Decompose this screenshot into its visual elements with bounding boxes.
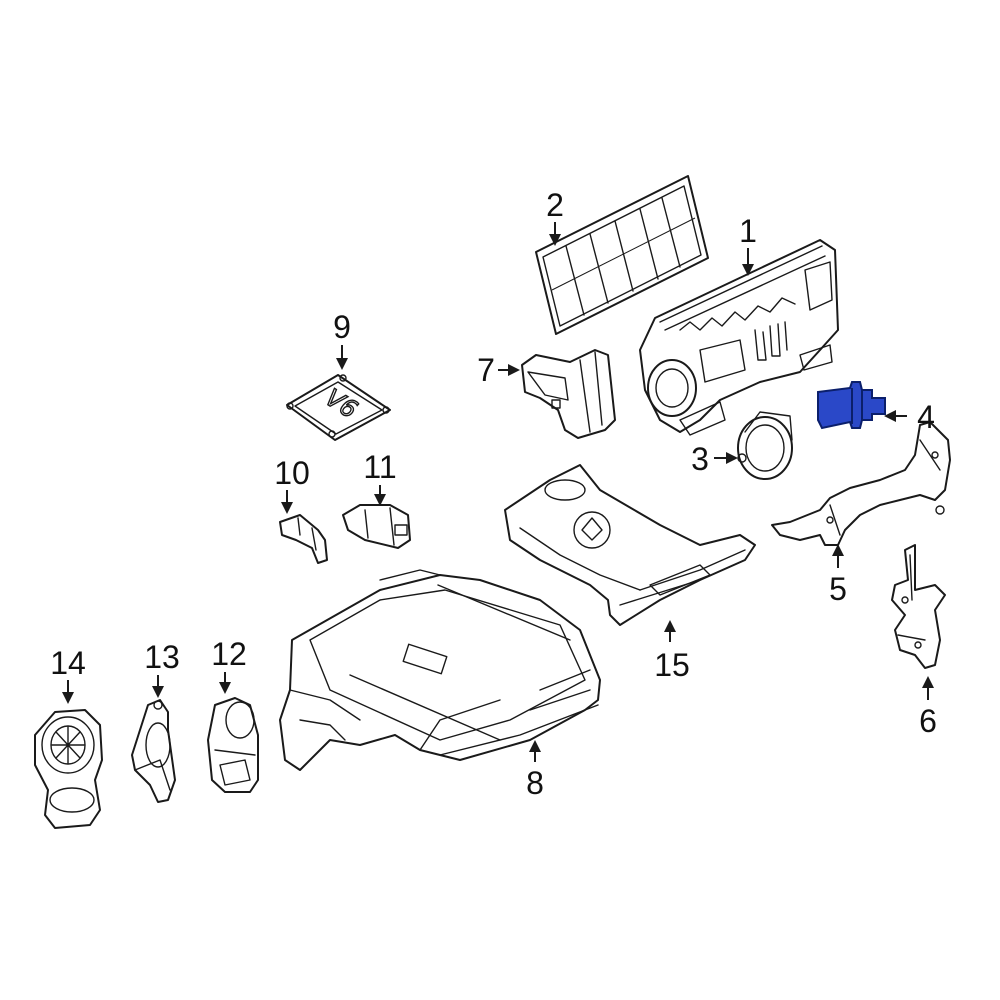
callout-5: 5 <box>829 571 847 607</box>
part-4-sensor[interactable] <box>817 381 886 430</box>
callout-2: 2 <box>546 187 564 223</box>
callout-14: 14 <box>50 645 86 681</box>
part-13-throttle-housing[interactable] <box>131 699 176 803</box>
part-1-air-filter-housing[interactable] <box>639 239 839 436</box>
callout-4: 4 <box>917 399 935 435</box>
callout-9: 9 <box>333 309 351 345</box>
part-10-sensor[interactable] <box>279 514 328 564</box>
part-3-seal-ring[interactable] <box>737 411 793 480</box>
part-9-v6-cover-plate[interactable]: V6 <box>286 374 391 441</box>
part-2-air-filter[interactable] <box>535 175 709 335</box>
callout-3: 3 <box>691 441 709 477</box>
part-15-engine-cover[interactable] <box>504 464 756 626</box>
part-7-intake-duct[interactable] <box>521 349 616 439</box>
callout-12: 12 <box>211 636 247 672</box>
part-5-bracket[interactable] <box>771 421 951 546</box>
part-14-intake-pipe[interactable] <box>34 709 103 829</box>
callout-1: 1 <box>739 213 757 249</box>
callout-15: 15 <box>654 647 690 683</box>
part-6-bracket[interactable] <box>891 544 946 669</box>
callout-11: 11 <box>363 449 396 485</box>
callout-13: 13 <box>144 639 180 675</box>
part-12-throttle-body[interactable] <box>207 697 259 793</box>
part-11-valve[interactable] <box>342 504 411 549</box>
callout-7: 7 <box>477 352 495 388</box>
part-8-intake-manifold[interactable] <box>279 569 601 771</box>
callout-6: 6 <box>919 703 937 739</box>
leader-lines <box>62 222 934 762</box>
callout-labels: 1 2 3 4 5 6 7 8 9 10 11 12 13 14 15 <box>50 187 937 801</box>
callout-8: 8 <box>526 765 544 801</box>
callout-10: 10 <box>274 455 310 491</box>
